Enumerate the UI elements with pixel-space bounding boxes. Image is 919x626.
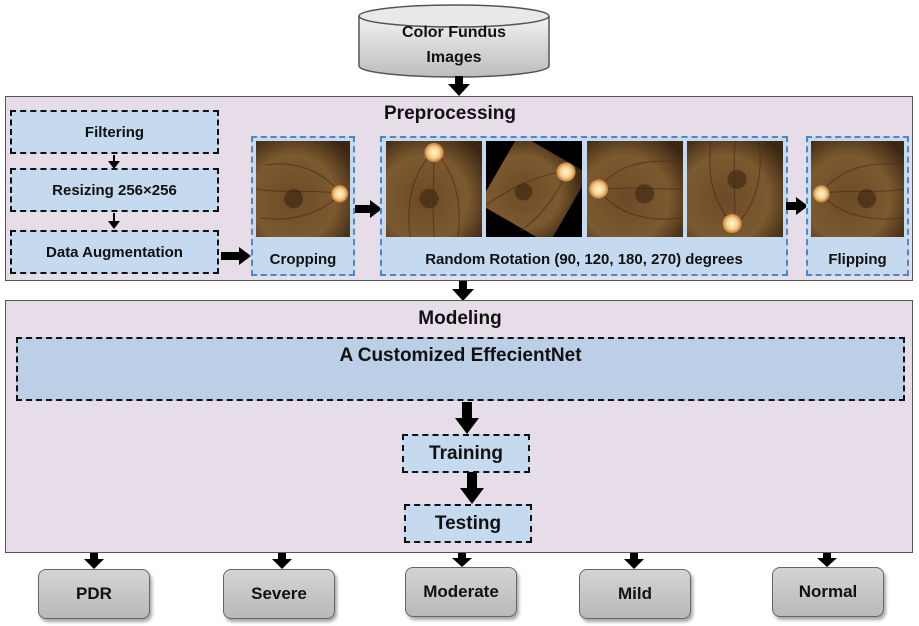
filtering-step: Filtering [10, 110, 219, 154]
arrow-model-to-training [455, 402, 479, 434]
source-label-line1: Color Fundus [402, 24, 506, 41]
random-rotation-box: Random Rotation (90, 120, 180, 270) degr… [380, 136, 788, 276]
arrow-rotation-to-flipping [786, 197, 808, 215]
arrow-to-moderate [452, 553, 472, 567]
rotated-fundus-image-1 [386, 141, 482, 237]
source-label-line2: Images [426, 49, 482, 66]
customized-efficientnet-block: A Customized EffecientNet [16, 337, 905, 401]
modeling-title: Modeling [418, 308, 502, 329]
cropping-label: Cropping [269, 251, 337, 268]
arrow-preprocessing-to-modeling [452, 281, 474, 301]
training-step: Training [402, 434, 530, 473]
outcome-pdr: PDR [38, 569, 150, 619]
rotated-fundus-image-2 [486, 141, 582, 237]
testing-step: Testing [404, 504, 532, 543]
outcome-normal: Normal [772, 567, 884, 617]
preprocessing-title: Preprocessing [384, 103, 516, 124]
arrow-cropping-to-rotation [355, 200, 382, 218]
outcome-severe: Severe [223, 569, 335, 619]
random-rotation-label: Random Rotation (90, 120, 180, 270) degr… [425, 251, 743, 268]
rotated-fundus-image-3 [587, 141, 683, 237]
flipping-label: Flipping [828, 251, 887, 268]
outcome-moderate: Moderate [405, 567, 517, 617]
data-augmentation-step: Data Augmentation [10, 230, 219, 274]
arrow-training-to-testing [460, 472, 484, 504]
outcome-mild: Mild [579, 569, 691, 619]
arrow-filtering-to-resizing [108, 155, 120, 169]
arrow-to-pdr [84, 553, 104, 569]
cropping-box: Cropping [251, 136, 355, 276]
arrow-augmentation-to-cropping [221, 247, 251, 265]
flipping-box: Flipping [806, 136, 909, 276]
cropped-fundus-image [256, 141, 350, 237]
arrow-resizing-to-augmentation [108, 213, 120, 229]
flipped-fundus-image [811, 141, 904, 237]
arrow-source-to-preprocessing [448, 76, 470, 96]
resizing-step: Resizing 256×256 [10, 168, 219, 212]
rotated-fundus-image-4 [687, 141, 783, 237]
arrow-to-mild [624, 553, 644, 569]
arrow-to-severe [272, 553, 292, 569]
source-database: Color Fundus Images [358, 4, 550, 78]
arrow-to-normal [817, 553, 837, 567]
database-cylinder-icon [358, 4, 550, 78]
